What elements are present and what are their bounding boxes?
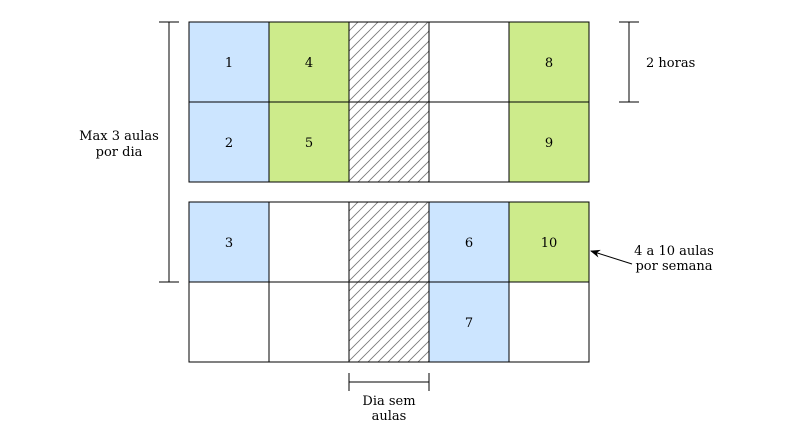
empty-cell — [268, 281, 350, 363]
no-class-day-bracket — [348, 373, 430, 391]
no-class-cell — [348, 281, 430, 363]
empty-cell — [268, 201, 350, 283]
class-cell — [268, 21, 350, 103]
per-week-arrow — [590, 249, 633, 265]
class-cell — [428, 281, 510, 363]
class-cell — [428, 201, 510, 283]
no-class-cell — [348, 101, 430, 183]
schedule-block-bottom: 3 6 10 7 — [188, 201, 590, 363]
max-per-day-label-line2: por dia — [96, 145, 143, 160]
class-number-label: 7 — [465, 316, 473, 331]
per-week-label-line2: por semana — [635, 259, 712, 274]
max-per-day-label-line1: Max 3 aulas — [79, 129, 159, 144]
class-cell — [508, 21, 590, 103]
empty-cell — [188, 281, 270, 363]
class-cell — [268, 101, 350, 183]
class-cell — [508, 101, 590, 183]
two-hours-bracket — [619, 21, 639, 103]
per-week-label-line1: 4 a 10 aulas — [634, 244, 714, 259]
empty-cell — [428, 101, 510, 183]
no-class-day-label-line2: aulas — [372, 409, 407, 424]
two-hours-label: 2 horas — [646, 56, 695, 71]
class-number-label: 4 — [305, 56, 313, 71]
class-cell — [188, 21, 270, 103]
no-class-cell — [348, 21, 430, 103]
class-number-label: 10 — [541, 236, 558, 251]
class-number-label: 9 — [545, 136, 553, 151]
class-number-label: 3 — [225, 236, 233, 251]
class-number-label: 5 — [305, 136, 313, 151]
class-number-label: 2 — [225, 136, 233, 151]
class-cell — [188, 101, 270, 183]
class-number-label: 1 — [225, 56, 233, 71]
empty-cell — [508, 281, 590, 363]
no-class-cell — [348, 201, 430, 283]
class-number-label: 8 — [545, 56, 553, 71]
class-number-label: 6 — [465, 236, 473, 251]
max-per-day-bracket — [159, 21, 179, 283]
no-class-day-label-line1: Dia sem — [362, 394, 415, 409]
empty-cell — [428, 21, 510, 103]
